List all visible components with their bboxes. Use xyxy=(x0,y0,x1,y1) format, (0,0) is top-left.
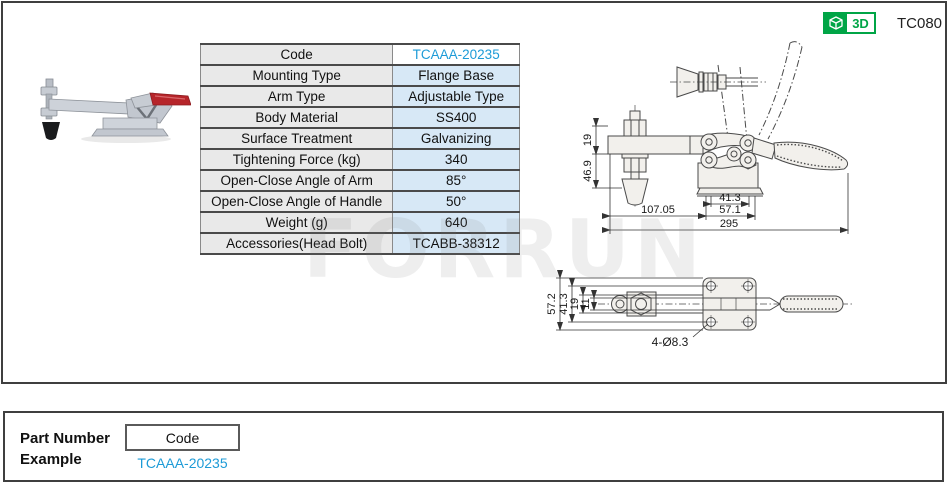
spec-label: Arm Type xyxy=(199,85,393,107)
side-view-dim-labels: 19 46.9 41.3 57.1 107.05 295 xyxy=(582,134,741,230)
drawing-side-view: 19 46.9 41.3 57.1 107.05 295 xyxy=(582,41,849,234)
spec-label: Open-Close Angle of Arm xyxy=(199,169,393,191)
spec-value: 50° xyxy=(392,190,520,212)
top-view-arm xyxy=(611,291,703,317)
part-number-code-value[interactable]: TCAAA-20235 xyxy=(137,455,228,471)
spec-label: Open-Close Angle of Handle xyxy=(199,190,393,212)
spec-value: 85° xyxy=(392,169,520,191)
clamp-arm xyxy=(607,135,704,155)
spec-value-code-link[interactable]: TCAAA-20235 xyxy=(392,43,520,65)
part-number-title-line1: Part Number xyxy=(20,430,111,447)
drawing-top-view: 57.2 41.3 19 11 4-Ø8.3 xyxy=(546,270,853,349)
dim-arm-reach: 107.05 xyxy=(641,204,675,216)
spec-row: Weight (g)640 xyxy=(199,211,520,233)
side-view-dimensions xyxy=(592,118,849,234)
dim-mount-holes: 4-Ø8.3 xyxy=(652,335,689,349)
part-number-example-title: Part Number Example xyxy=(20,428,110,470)
code-header-box: Code xyxy=(125,424,240,451)
dim-total-width: 57.2 xyxy=(546,293,558,314)
spec-value: 640 xyxy=(392,211,520,233)
top-view-handle-rod xyxy=(703,295,844,313)
phantom-open-handle xyxy=(717,41,803,142)
top-view-base-plate xyxy=(702,277,757,331)
photo-arm xyxy=(48,98,130,115)
dim-base-width: 57.1 xyxy=(719,204,740,216)
dim-hole-span: 41.3 xyxy=(719,192,740,204)
handle xyxy=(751,137,849,171)
clamp-body xyxy=(696,132,764,197)
main-content-panel: FORRUN 3D TC080 xyxy=(1,1,947,384)
spec-label: Code xyxy=(199,43,393,65)
spec-label: Surface Treatment xyxy=(199,127,393,149)
photo-rubber-tip xyxy=(42,122,60,140)
top-view-dim-labels: 57.2 41.3 19 11 4-Ø8.3 xyxy=(546,293,689,349)
spec-label: Body Material xyxy=(199,106,393,128)
dim-body-height: 46.9 xyxy=(582,160,594,181)
phantom-open-spindle xyxy=(670,66,766,98)
badge-3d[interactable]: 3D xyxy=(823,12,876,34)
dim-arm-width: 19 xyxy=(569,298,581,310)
spindle xyxy=(621,105,649,207)
doc-code: TC080 xyxy=(897,15,943,32)
dim-slot-width: 11 xyxy=(580,298,592,309)
spec-row: Accessories(Head Bolt)TCABB-38312 xyxy=(199,232,520,255)
spec-label: Tightening Force (kg) xyxy=(199,148,393,170)
part-number-title-line2: Example xyxy=(20,451,82,468)
spec-label: Accessories(Head Bolt) xyxy=(199,232,393,255)
spec-value: SS400 xyxy=(392,106,520,128)
dim-hole-span-top: 41.3 xyxy=(558,293,570,314)
spec-value: 340 xyxy=(392,148,520,170)
top-view-dimensions xyxy=(556,270,709,338)
rubber-tip xyxy=(621,178,649,206)
spec-label: Mounting Type xyxy=(199,64,393,86)
photo-base xyxy=(102,117,158,130)
mount-holes xyxy=(704,279,755,329)
product-photo xyxy=(40,78,191,143)
spec-row: Tightening Force (kg)340 xyxy=(199,148,520,170)
part-number-example-panel: Part Number Example Code TCAAA-20235 xyxy=(3,411,944,482)
spec-label: Weight (g) xyxy=(199,211,393,233)
spec-value: Galvanizing xyxy=(392,127,520,149)
spec-value: Adjustable Type xyxy=(392,85,520,107)
3d-cube-icon xyxy=(825,14,847,32)
badge-3d-label: 3D xyxy=(852,15,869,31)
spec-value: Flange Base xyxy=(392,64,520,86)
photo-clamp-body xyxy=(40,78,191,143)
dim-bar-height: 19 xyxy=(582,134,594,146)
spec-value: TCABB-38312 xyxy=(392,232,520,255)
dim-total-length: 295 xyxy=(720,218,738,230)
